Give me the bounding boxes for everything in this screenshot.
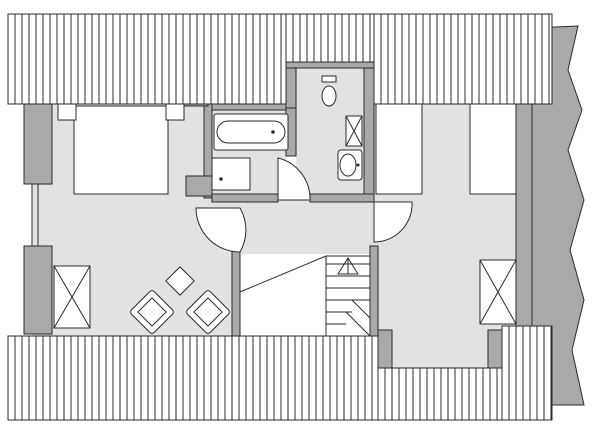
wall-wc-right (363, 61, 375, 199)
wall-lower-right (487, 329, 503, 369)
wall-stair-left (231, 245, 241, 337)
roof-top-left (7, 13, 287, 105)
roof-top-middle (285, 13, 375, 63)
door-left-bedroom (195, 207, 247, 253)
toilet (321, 75, 337, 107)
bed-right-1 (375, 103, 423, 195)
shower (211, 157, 251, 191)
wall-lower-left (377, 329, 393, 369)
roof-bottom-middle (377, 367, 503, 421)
wall-left-upper (23, 103, 53, 185)
wall-bath-bottom (211, 193, 279, 203)
roof-top-right (373, 13, 553, 105)
bed-right-2 (469, 103, 517, 195)
wall-stair-right (369, 245, 379, 337)
stair-arrow-icon (337, 257, 359, 275)
armchair-right (186, 290, 230, 334)
staircase (239, 255, 371, 337)
right-gable-wall (531, 25, 585, 406)
wall-right-inner (515, 103, 533, 335)
wall-wc-bottom (309, 193, 375, 203)
armchair-left (130, 290, 174, 334)
window-sills (31, 184, 39, 246)
roof-bottom-right (501, 325, 553, 421)
skylight-left (53, 265, 91, 329)
walls (23, 61, 533, 369)
doors (195, 157, 413, 253)
wall-bath-right (285, 61, 297, 111)
cabinet (345, 115, 363, 147)
sink (337, 149, 363, 181)
side-table (165, 266, 195, 296)
door-right-bedroom (373, 201, 413, 243)
wall-wc-top (285, 61, 375, 69)
roof-bottom-left (7, 335, 379, 421)
door-bathroom (277, 157, 311, 201)
bed-left (57, 103, 185, 195)
skylight-right (479, 259, 517, 325)
bathtub (213, 113, 289, 151)
wall-left-lower (23, 245, 53, 335)
wall-bath-bottom-left (185, 175, 213, 197)
